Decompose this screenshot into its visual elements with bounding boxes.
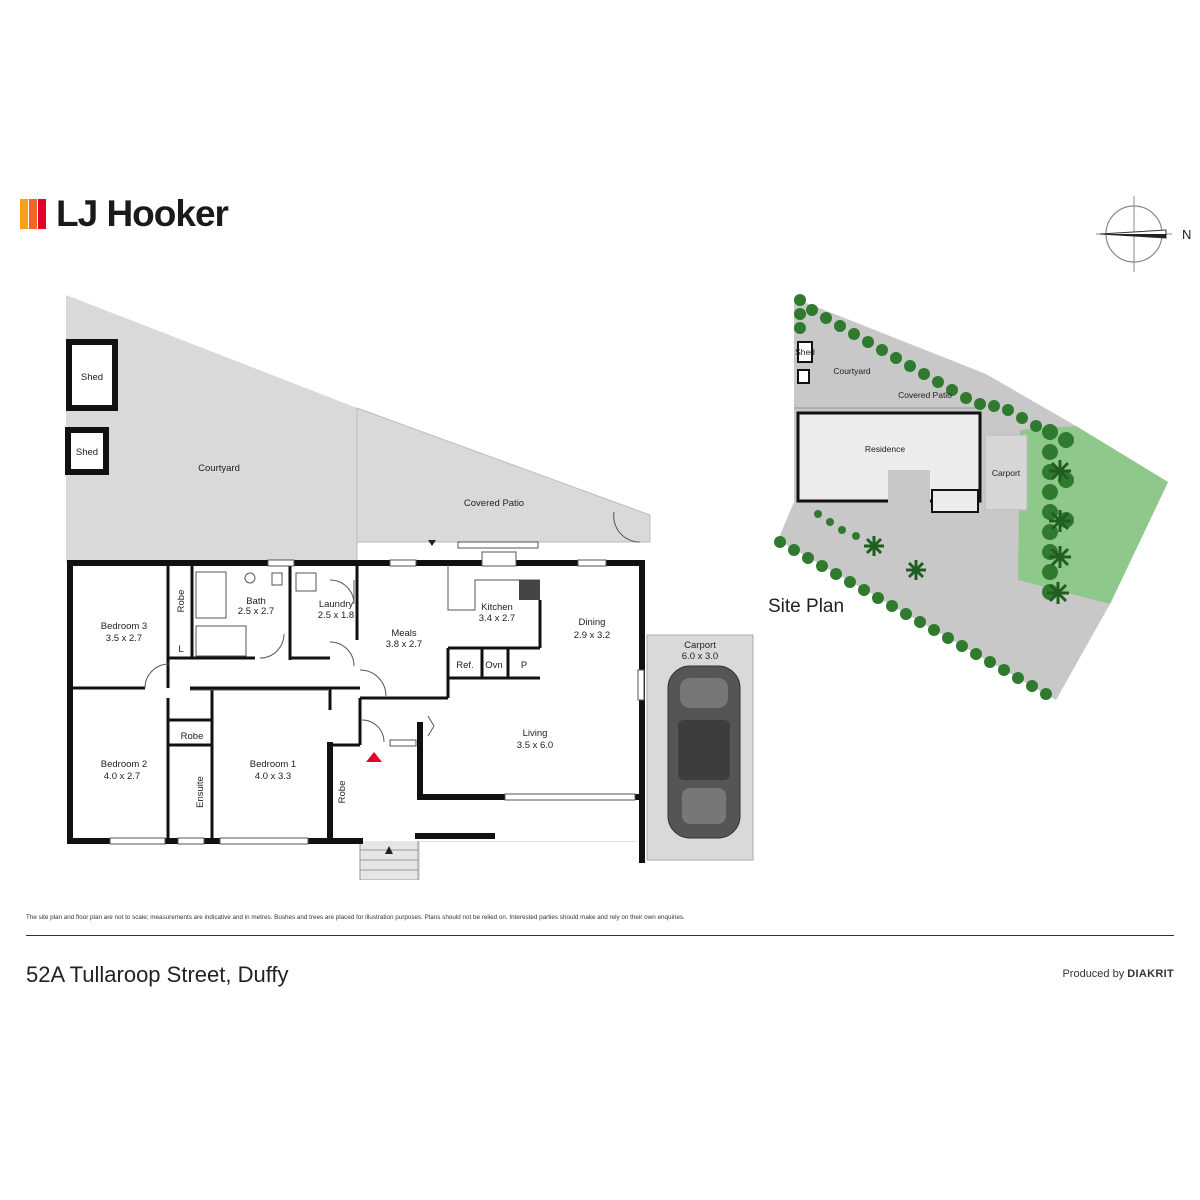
shed-1-label: Shed (81, 372, 103, 383)
produced-by: Produced by DIAKRIT (1062, 968, 1174, 980)
shed-1 (66, 339, 118, 411)
ensuite-label: Ensuite (195, 776, 206, 808)
site-covered-patio-label: Covered Patio (898, 390, 952, 400)
shed-2 (65, 427, 109, 475)
bedroom2-name: Bedroom 2 (101, 759, 147, 770)
site-residence-label: Residence (865, 444, 905, 454)
brand-name: LJ Hooker (56, 193, 229, 234)
bedroom1-name: Bedroom 1 (250, 759, 296, 770)
laundry-name: Laundry (319, 599, 354, 610)
site-carport-label: Carport (992, 468, 1021, 478)
shed-2-label: Shed (76, 447, 98, 458)
tree-icons (864, 460, 1071, 604)
logo-bar-red (38, 199, 46, 229)
oven-label: Ovn (485, 660, 502, 671)
disclaimer-text: The site plan and floor plan are not to … (26, 914, 685, 921)
bedroom1-size: 4.0 x 3.3 (255, 771, 291, 782)
site-courtyard-label: Courtyard (833, 366, 871, 376)
site-plan-title: Site Plan (768, 596, 844, 617)
kitchen-name: Kitchen (481, 602, 513, 613)
site-shed-label: Shed (795, 347, 815, 357)
logo-bar-red-orange (29, 199, 37, 229)
brand-logo: LJ Hooker (20, 193, 229, 234)
meals-size: 3.8 x 2.7 (386, 639, 422, 650)
dining-size: 2.9 x 3.2 (574, 630, 610, 641)
bedroom3-name: Bedroom 3 (101, 621, 147, 632)
courtyard-label: Courtyard (198, 463, 240, 474)
entry-arrow (366, 752, 382, 762)
site-carport (984, 434, 1028, 511)
dining-name: Dining (579, 617, 606, 628)
fridge-label: Ref. (456, 660, 473, 671)
car-icon (667, 665, 741, 839)
carport-name: Carport (684, 640, 716, 651)
robe-bed2-label: Robe (181, 731, 204, 742)
linen-label: L (178, 644, 183, 655)
footer-divider (26, 935, 1174, 936)
bedroom3-size: 3.5 x 2.7 (106, 633, 142, 644)
logo-bar-orange (20, 199, 28, 229)
laundry-size: 2.5 x 1.8 (318, 610, 354, 621)
interior-walls (70, 566, 542, 841)
kitchen-size: 3.4 x 2.7 (479, 613, 515, 624)
carport-size: 6.0 x 3.0 (682, 651, 718, 662)
property-address: 52A Tullaroop Street, Duffy (26, 962, 289, 987)
compass-icon: N (1096, 196, 1191, 272)
site-shed-2 (797, 369, 810, 384)
floor-plan: Shed Shed Courtyard Covered Patio Bedroo… (65, 295, 754, 880)
robe-bed1-label: Robe (337, 781, 348, 804)
living-size: 3.5 x 6.0 (517, 740, 553, 751)
site-plan: Courtyard Covered Patio Residence Carpor… (768, 294, 1168, 700)
robe-bed3-label: Robe (176, 590, 187, 613)
covered-patio-label: Covered Patio (464, 498, 524, 509)
covered-patio-area (356, 407, 651, 543)
compass-north-label: N (1182, 227, 1191, 242)
bedroom2-size: 4.0 x 2.7 (104, 771, 140, 782)
bath-name: Bath (246, 596, 266, 607)
site-shed-1 (797, 341, 813, 363)
produced-by-label: Produced by (1062, 968, 1125, 980)
pantry-label: P (521, 660, 527, 671)
bath-size: 2.5 x 2.7 (238, 606, 274, 617)
meals-name: Meals (391, 628, 417, 639)
side-lawn (1100, 482, 1168, 604)
living-name: Living (523, 728, 548, 739)
courtyard-area (66, 295, 357, 562)
producer-name: DIAKRIT (1127, 968, 1174, 980)
